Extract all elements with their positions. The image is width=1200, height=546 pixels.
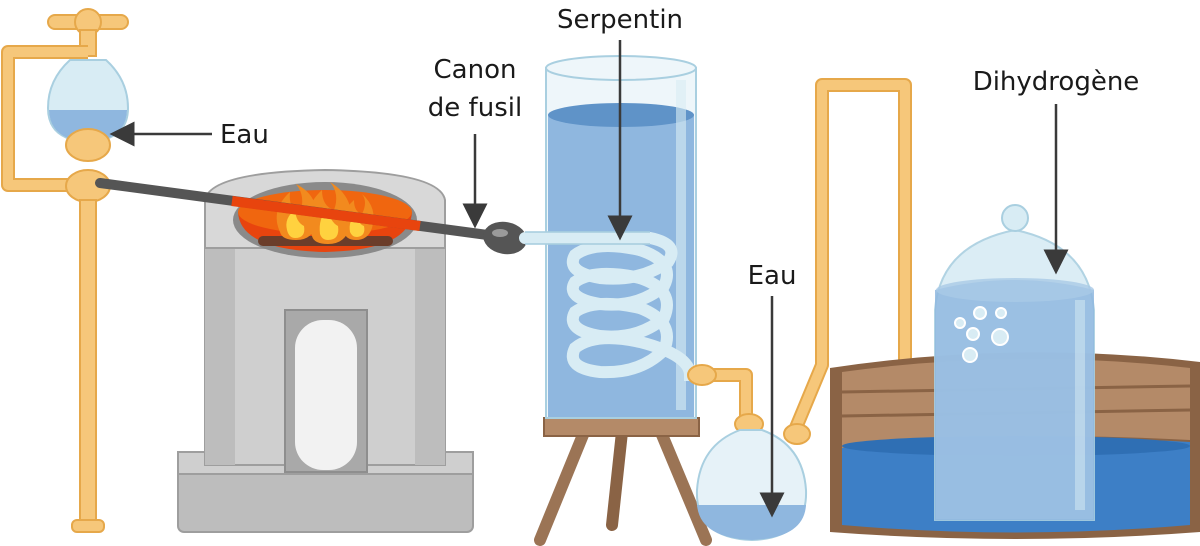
label-eau-top-text: Eau [220, 120, 269, 150]
label-canon: Canon de fusil [428, 55, 522, 229]
condenser-column [519, 55, 712, 546]
bell-jar [934, 204, 1095, 521]
label-eau-top: Eau [109, 120, 269, 150]
gas-bubbles [954, 306, 1009, 363]
label-serpentin: Serpentin [557, 5, 683, 241]
label-eau-bottom-text: Eau [748, 261, 797, 291]
label-canon-line1: Canon [434, 55, 517, 85]
collecting-flask [695, 429, 808, 542]
gun-barrel [95, 178, 527, 255]
label-eau-bottom: Eau [748, 261, 797, 518]
label-canon-line2: de fusil [428, 93, 522, 123]
label-serpentin-text: Serpentin [557, 5, 683, 35]
outlet-pipe [687, 364, 764, 435]
label-dihydrogene: Dihydrogène [973, 67, 1140, 275]
water-reservoir [1, 8, 130, 533]
label-dihydrogene-text: Dihydrogène [973, 67, 1140, 97]
